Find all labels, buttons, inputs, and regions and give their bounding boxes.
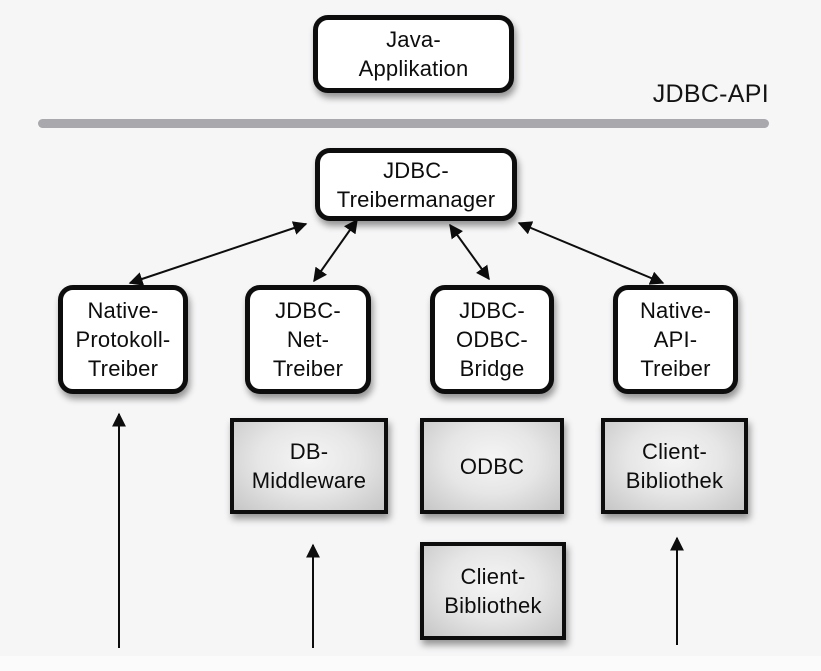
node-native-protokoll-treiber: Native- Protokoll- Treiber: [58, 285, 188, 394]
node-label-line: Client-: [460, 564, 526, 589]
node-native-api-treiber: Native- API- Treiber: [613, 285, 738, 394]
node-jdbc-treibermanager: JDBC- Treibermanager: [315, 148, 517, 221]
node-label-line: DB-: [289, 439, 329, 464]
node-client-bibliothek-right: Client- Bibliothek: [601, 418, 748, 514]
node-label-line: JDBC-: [383, 157, 449, 183]
node-label-line: Treiber: [640, 356, 711, 381]
node-label-line: Client-: [642, 439, 707, 464]
node-label-line: Native-: [87, 298, 159, 323]
node-label-line: Applikation: [358, 56, 469, 81]
node-label-line: Treibermanager: [336, 186, 496, 212]
page-bottom-edge: [0, 656, 821, 671]
node-label-line: Native-: [639, 298, 712, 323]
node-label-line: JDBC-: [459, 298, 525, 323]
node-java-applikation: Java- Applikation: [313, 15, 514, 93]
jdbc-api-label: JDBC-API: [652, 80, 769, 108]
arrow-treibermanager-native-protokoll: [128, 221, 308, 286]
arrow-treibermanager-native-api: [517, 221, 665, 285]
node-label-line: Bridge: [459, 356, 525, 381]
arrow-treibermanager-jdbc-net: [313, 218, 358, 283]
node-client-bibliothek-center: Client- Bibliothek: [420, 542, 566, 640]
node-label-line: Treiber: [87, 356, 159, 381]
node-label-line: Java-: [386, 27, 441, 52]
node-label-line: ODBC: [459, 453, 525, 479]
node-label-line: Bibliothek: [625, 468, 724, 493]
node-label-line: Treiber: [272, 356, 344, 381]
node-label-line: API-: [653, 327, 698, 352]
node-jdbc-odbc-bridge: JDBC- ODBC- Bridge: [430, 285, 554, 394]
node-db-middleware: DB- Middleware: [230, 418, 388, 514]
arrow-treibermanager-jdbc-odbc: [449, 223, 490, 281]
node-label-line: Net-: [286, 327, 330, 352]
node-odbc: ODBC: [420, 418, 564, 514]
jdbc-api-divider-bar: [38, 119, 769, 128]
node-label-line: JDBC-: [275, 298, 341, 323]
node-label-line: Protokoll-: [75, 327, 171, 352]
node-label-line: ODBC-: [456, 327, 528, 352]
node-jdbc-net-treiber: JDBC- Net- Treiber: [245, 285, 371, 394]
node-label-line: Middleware: [251, 468, 367, 493]
node-label-line: Bibliothek: [444, 593, 542, 618]
